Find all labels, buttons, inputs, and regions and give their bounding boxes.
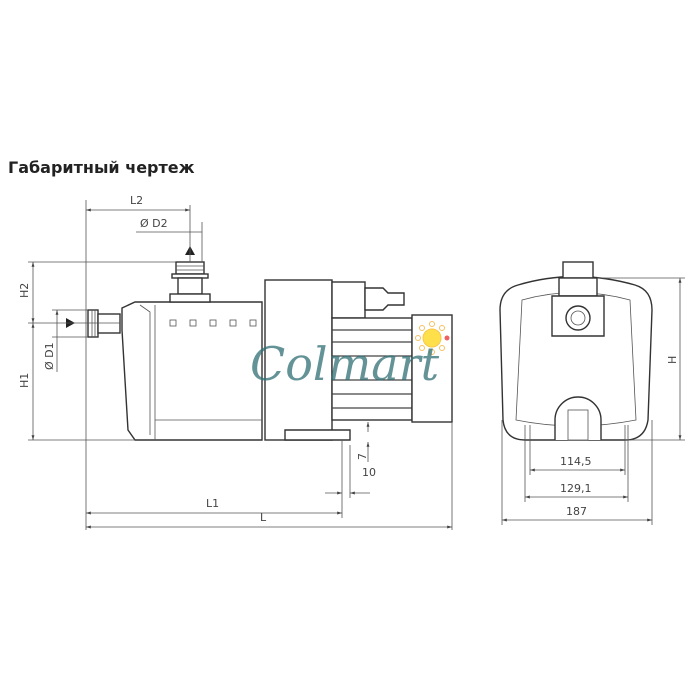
terminal-box — [331, 281, 366, 319]
outlet-connector — [169, 261, 211, 303]
pump-front-body — [499, 275, 653, 441]
label-D1: Ø D1 — [43, 342, 56, 370]
label-H1: H1 — [18, 373, 31, 388]
label-width-114: 114,5 — [560, 455, 592, 468]
label-H2: H2 — [18, 283, 31, 298]
indicator-slots — [169, 319, 257, 327]
label-foot-offset: 10 — [362, 466, 376, 479]
label-L: L — [260, 511, 267, 524]
front-view: H 114,5 129,1 187 — [499, 261, 685, 525]
label-L1: L1 — [206, 497, 219, 510]
motor-fins — [331, 317, 413, 421]
mounting-foot — [284, 429, 351, 441]
label-width-187: 187 — [566, 505, 587, 518]
drain-port — [554, 396, 602, 440]
watermark: Colmart — [250, 337, 440, 391]
label-width-129: 129,1 — [560, 482, 592, 495]
side-view: Colmart L2 Ø D2 H2 H1 Ø D1 7 10 L1 L — [18, 194, 453, 530]
drawing-title: Габаритный чертеж — [8, 158, 195, 177]
cable-gland — [364, 287, 405, 311]
outlet-cap — [562, 261, 594, 279]
inlet-connector — [87, 309, 121, 338]
label-D2: Ø D2 — [140, 217, 168, 230]
pump-body — [121, 301, 263, 441]
sun-icon — [415, 321, 450, 355]
motor-housing — [264, 279, 333, 441]
label-H: H — [666, 356, 679, 364]
label-L2: L2 — [130, 194, 143, 207]
label-foot-height: 7 — [356, 453, 369, 460]
